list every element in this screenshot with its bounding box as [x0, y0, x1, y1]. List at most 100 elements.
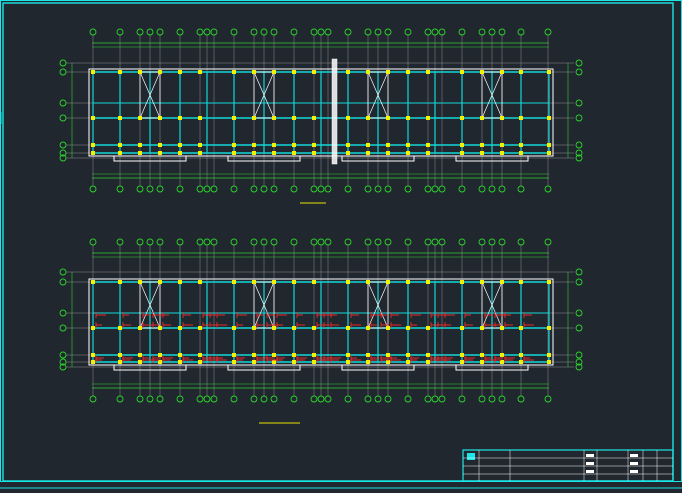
axis-bubble-left: [59, 114, 67, 122]
stair-bay: [253, 281, 275, 329]
column: [346, 143, 350, 147]
axis-bubble-bottom: [89, 395, 97, 403]
column: [118, 143, 122, 147]
axis-bubble-top: [116, 238, 124, 246]
column: [426, 116, 430, 120]
column: [312, 353, 316, 357]
balcony-outline: [455, 156, 529, 162]
axis-bubble-top: [498, 238, 506, 246]
axis-bubble-left: [59, 278, 67, 286]
balcony-outline: [341, 365, 415, 371]
column: [519, 151, 523, 155]
axis-bubble-bottom: [324, 185, 332, 193]
balcony-outline: [113, 365, 187, 371]
title-block-logo: [467, 453, 475, 460]
axis-bubble-bottom: [488, 185, 496, 193]
column: [292, 360, 296, 364]
axis-bubble-top: [488, 28, 496, 36]
axis-bubble-bottom: [458, 395, 466, 403]
column: [386, 116, 390, 120]
axis-bubble-top: [176, 238, 184, 246]
column: [366, 143, 370, 147]
column: [460, 280, 464, 284]
column: [480, 353, 484, 357]
column: [91, 280, 95, 284]
column: [312, 143, 316, 147]
axis-bubble-top: [210, 28, 218, 36]
axis-bubble-top: [317, 238, 325, 246]
column: [252, 353, 256, 357]
column: [386, 143, 390, 147]
axis-bubble-bottom: [517, 185, 525, 193]
axis-bubble-top: [488, 238, 496, 246]
axis-bubble-bottom: [317, 395, 325, 403]
axis-bubble-bottom: [544, 185, 552, 193]
column: [547, 353, 551, 357]
column: [292, 116, 296, 120]
axis-bubble-bottom: [270, 395, 278, 403]
column: [480, 360, 484, 364]
column: [366, 360, 370, 364]
column: [292, 151, 296, 155]
stair-cross: [139, 71, 161, 119]
column: [386, 360, 390, 364]
column: [138, 116, 142, 120]
column: [178, 70, 182, 74]
column: [158, 143, 162, 147]
column: [460, 353, 464, 357]
balcony-outline: [341, 156, 415, 162]
axis-bubble-top: [324, 238, 332, 246]
axis-bubble-top: [89, 238, 97, 246]
axis-bubble-top: [478, 28, 486, 36]
column: [252, 326, 256, 330]
column: [547, 116, 551, 120]
axis-bubble-top: [146, 28, 154, 36]
column: [232, 326, 236, 330]
axis-bubble-left: [59, 149, 67, 157]
axis-bubble-bottom: [344, 395, 352, 403]
column: [460, 151, 464, 155]
column: [366, 326, 370, 330]
column: [386, 280, 390, 284]
axis-bubble-left: [59, 351, 67, 359]
stair-bay: [481, 71, 503, 119]
column: [500, 70, 504, 74]
column: [138, 326, 142, 330]
axis-bubble-right: [575, 268, 583, 276]
stair-bay: [139, 71, 161, 119]
axis-bubble-top: [270, 238, 278, 246]
inner-drawing-frame: [2, 2, 674, 482]
axis-bubble-bottom: [176, 185, 184, 193]
column: [272, 116, 276, 120]
axis-bubble-top: [384, 28, 392, 36]
axis-bubble-bottom: [374, 185, 382, 193]
axis-bubble-top: [431, 28, 439, 36]
axis-bubble-bottom: [364, 185, 372, 193]
axis-bubble-top: [250, 238, 258, 246]
column: [198, 151, 202, 155]
column: [406, 353, 410, 357]
axis-bubble-bottom: [424, 185, 432, 193]
axis-bubble-bottom: [203, 185, 211, 193]
column: [346, 353, 350, 357]
building-outline: [88, 68, 554, 157]
axis-bubble-left: [59, 324, 67, 332]
column: [547, 326, 551, 330]
column: [460, 360, 464, 364]
axis-bubble-bottom: [438, 395, 446, 403]
axis-bubble-bottom: [478, 395, 486, 403]
column: [312, 326, 316, 330]
axis-bubble-bottom: [210, 185, 218, 193]
building-outline: [88, 278, 554, 366]
upper-floor-plan: [59, 28, 583, 193]
balcony-outline: [455, 365, 529, 371]
axis-bubble-top: [176, 28, 184, 36]
axis-bubble-top: [364, 28, 372, 36]
column: [312, 280, 316, 284]
axis-bubble-bottom: [250, 185, 258, 193]
title-block-text-mark: [586, 470, 594, 473]
column: [519, 143, 523, 147]
axis-bubble-bottom: [89, 185, 97, 193]
axis-bubble-top: [344, 28, 352, 36]
column: [426, 143, 430, 147]
